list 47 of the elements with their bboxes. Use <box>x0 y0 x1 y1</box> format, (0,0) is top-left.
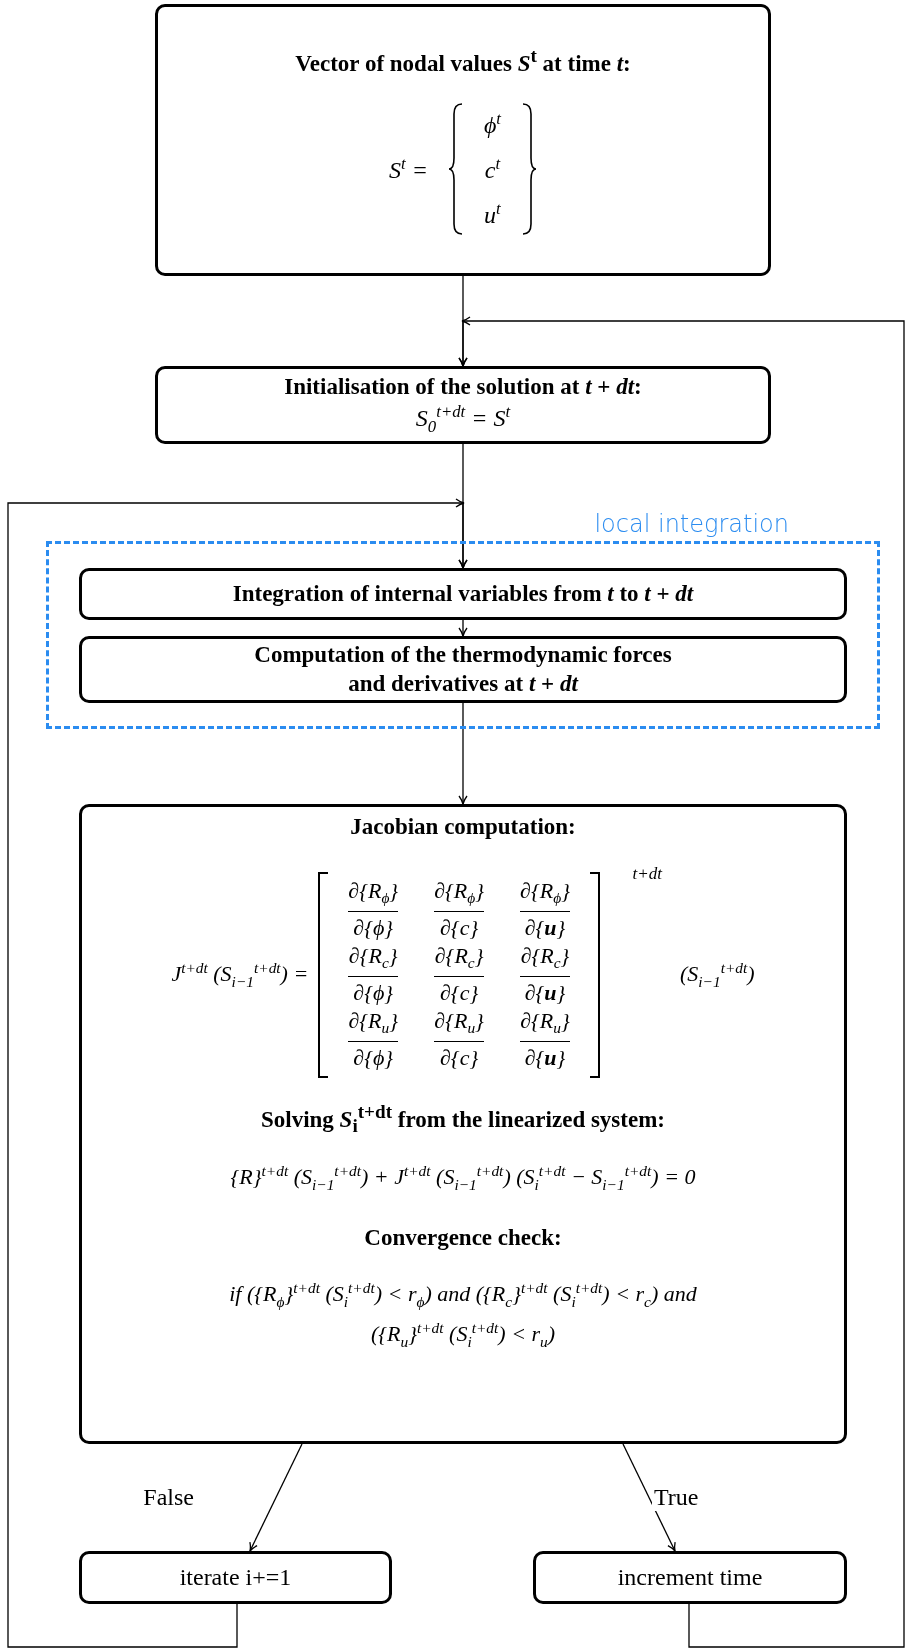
formula: S$^{t}$ = <box>389 153 428 185</box>
fraction-denominator: ∂{u} <box>524 1045 566 1072</box>
group-heading: local integration <box>594 510 789 538</box>
box-heading: Jacobian computation: <box>350 813 576 841</box>
fraction-denominator: ∂{u} <box>524 979 566 1007</box>
box-heading: Computation of the thermodynamic forces and derivatives at t + dt <box>253 640 673 698</box>
superscript: t+dt <box>632 863 662 885</box>
vector-entry: c$^{t}$ <box>484 153 501 185</box>
process-box <box>155 366 771 444</box>
section-heading: Convergence check: <box>364 1223 562 1252</box>
fraction-numerator: ∂{R$_{u}$} <box>348 1008 399 1039</box>
fraction-denominator: ∂{c} <box>440 979 479 1007</box>
fraction-denominator: ∂{ϕ} <box>353 979 394 1007</box>
fraction-numerator: ∂{R$_{c}$} <box>348 943 398 973</box>
section-heading: Solving S$_{i}$$^{t+dt}$ from the linearized system: <box>261 1099 665 1138</box>
formula: (S$_{i−1}$$^{t+dt}$) <box>679 958 755 991</box>
box-heading: Integration of internal variables from t to t + dt <box>232 579 694 608</box>
fraction-denominator: ∂{c} <box>440 1045 479 1072</box>
loop-arrow <box>7 498 468 1648</box>
fraction-numerator: ∂{R$_{u}$} <box>434 1008 484 1039</box>
fraction-denominator: ∂{c} <box>440 914 479 941</box>
process-box <box>79 1551 392 1604</box>
process-box <box>533 1551 847 1604</box>
formula: S$_{0}$$^{t+dt}$ = S$^{t}$ <box>415 401 511 437</box>
fraction-numerator: ∂{R$_{ϕ}$} <box>348 877 399 908</box>
process-box <box>79 568 847 620</box>
vector-entry: ϕ$^{t}$ <box>483 109 501 140</box>
fraction-denominator: ∂{u} <box>524 914 566 941</box>
formula: J$^{t+dt}$ (S$_{i−1}$$^{t+dt}$) = <box>171 958 309 991</box>
fraction-denominator: ∂{ϕ} <box>353 1045 394 1072</box>
box-label: iterate i+=1 <box>179 1564 292 1591</box>
fraction-numerator: ∂{R$_{ϕ}$} <box>520 877 570 908</box>
box-heading: Initialisation of the solution at t + dt: <box>284 373 642 402</box>
box-label: increment time <box>617 1564 763 1591</box>
loop-arrow <box>458 316 905 1648</box>
fraction-numerator: ∂{R$_{c}$} <box>434 943 484 973</box>
box-heading: Vector of nodal values S$^{t}$ at time t: <box>295 43 631 78</box>
fraction-numerator: ∂{R$_{ϕ}$} <box>434 877 485 908</box>
process-box <box>79 636 847 703</box>
formula: {R}$^{t+dt}$ (S$_{i−1}$$^{t+dt}$) + J$^{t+dt}$ (S$_{i−1}$$^{t+dt}$) (S$_{i}$$^{t+dt}$ − S$_{i−1}$$^{t+dt}$) = 0 <box>230 1161 696 1194</box>
fraction-numerator: ∂{R$_{u}$} <box>520 1008 570 1039</box>
process-box <box>79 804 847 1444</box>
process-box <box>155 4 771 276</box>
fraction-numerator: ∂{R$_{c}$} <box>520 943 570 973</box>
fraction-denominator: ∂{ϕ} <box>353 914 394 941</box>
formula: if ({R$_{ϕ}$}$^{t+dt}$ (S$_{i}$$^{t+dt}$) < r$_{ϕ}$) and ({R$_{c}$}$^{t+dt}$ (S$_{i}$$^{t+dt}$) < r$_{c}$) and ({R$_{u}$}$^{t+dt}$ (S$_{i}$$^{t+dt}$) < r$_{u}$) <box>228 1277 698 1352</box>
vector-entry: u$^{t}$ <box>484 198 501 230</box>
